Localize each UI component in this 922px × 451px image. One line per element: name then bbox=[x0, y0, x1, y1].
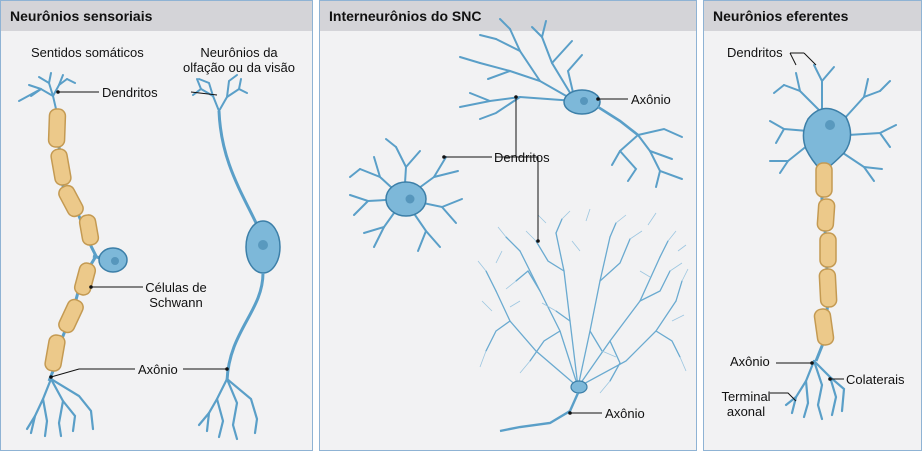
olfactory-dendrites bbox=[192, 74, 248, 112]
label-axon: Axônio bbox=[730, 354, 770, 369]
top-neuron-dendrites bbox=[459, 18, 583, 120]
olfactory-axon-upper bbox=[217, 110, 261, 230]
label-olfaction-line2: olfação ou da visão bbox=[182, 60, 296, 75]
efferent-terminals bbox=[784, 359, 846, 421]
somatic-dendrites bbox=[18, 72, 76, 110]
label-olfaction-line1: Neurônios da bbox=[200, 45, 278, 60]
efferent-schwann-cells bbox=[813, 162, 838, 346]
interneurons-illustration bbox=[349, 18, 689, 433]
panel-sensory-neurons: Neurônios sensoriais bbox=[0, 0, 313, 451]
efferent-dendrites bbox=[769, 64, 897, 182]
olfactory-terminals bbox=[197, 377, 259, 441]
label-schwann-line2: Schwann bbox=[149, 295, 203, 310]
sensory-neurons-illustration bbox=[18, 72, 281, 441]
panel-efferent-neurons: Neurônios eferentes bbox=[703, 0, 922, 451]
label-axon-bottom: Axônio bbox=[605, 406, 645, 421]
efferent-cell-body bbox=[802, 107, 852, 170]
panel-title: Neurônios sensoriais bbox=[1, 1, 312, 31]
panel-title: Interneurônios do SNC bbox=[320, 1, 696, 31]
efferent-neuron-illustration bbox=[769, 52, 897, 421]
top-neuron-terminals bbox=[611, 127, 683, 188]
purkinje-cell-body bbox=[570, 380, 588, 394]
label-schwann-cells: Células de Schwann bbox=[141, 280, 211, 310]
label-terminal-line2: axonal bbox=[726, 404, 766, 419]
top-neuron-axon bbox=[597, 105, 639, 137]
label-somatic-senses: Sentidos somáticos bbox=[31, 45, 144, 60]
label-axon-top: Axônio bbox=[631, 92, 671, 107]
somatic-terminals bbox=[25, 377, 95, 438]
purkinje-axon bbox=[499, 392, 580, 433]
label-schwann-line1: Células de bbox=[145, 280, 207, 295]
label-dendrites: Dendritos bbox=[494, 150, 550, 165]
panel-cns-interneurons: Interneurônios do SNC bbox=[319, 0, 697, 451]
panel-title: Neurônios eferentes bbox=[704, 1, 921, 31]
purkinje-fine-branches bbox=[477, 208, 689, 394]
label-collaterals: Colaterais bbox=[846, 372, 905, 387]
olfactory-axon-lower bbox=[225, 272, 265, 382]
label-dendrites: Dendritos bbox=[102, 85, 158, 100]
label-axon: Axônio bbox=[138, 362, 178, 377]
label-axon-terminal: Terminal axonal bbox=[718, 389, 774, 419]
label-terminal-line1: Terminal bbox=[721, 389, 771, 404]
purkinje-dendritic-tree bbox=[485, 218, 683, 388]
label-olfaction-vision: Neurônios da olfação ou da visão bbox=[173, 45, 305, 75]
schwann-cells bbox=[44, 108, 100, 372]
label-dendrites: Dendritos bbox=[727, 45, 783, 60]
